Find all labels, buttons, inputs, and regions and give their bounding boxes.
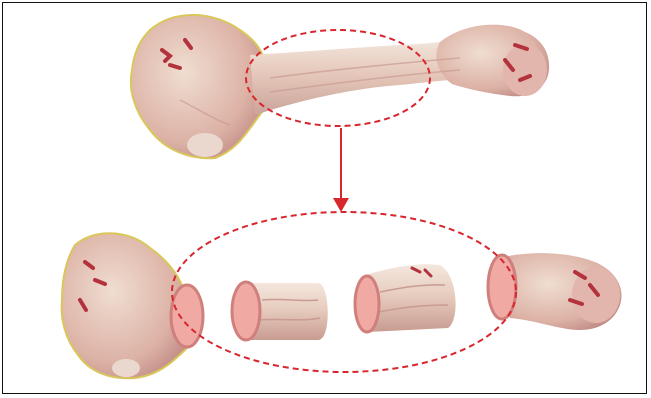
- right-end-cut-face: [488, 255, 516, 319]
- cut-pieces-ellipse: [172, 212, 516, 372]
- whole-bone-knob: [187, 133, 223, 157]
- left-bone-end: [62, 233, 203, 378]
- left-end-cut-face: [171, 285, 203, 347]
- bone-piece-2-cut-face: [355, 276, 379, 332]
- down-arrow-icon: [333, 128, 349, 212]
- whole-bone: [131, 15, 549, 158]
- bone-piece-1: [232, 282, 328, 340]
- right-bone-end: [488, 253, 622, 330]
- bone-piece-2: [355, 264, 456, 332]
- bone-piece-1-cut-face: [232, 282, 260, 340]
- whole-bone-condyle: [503, 44, 547, 96]
